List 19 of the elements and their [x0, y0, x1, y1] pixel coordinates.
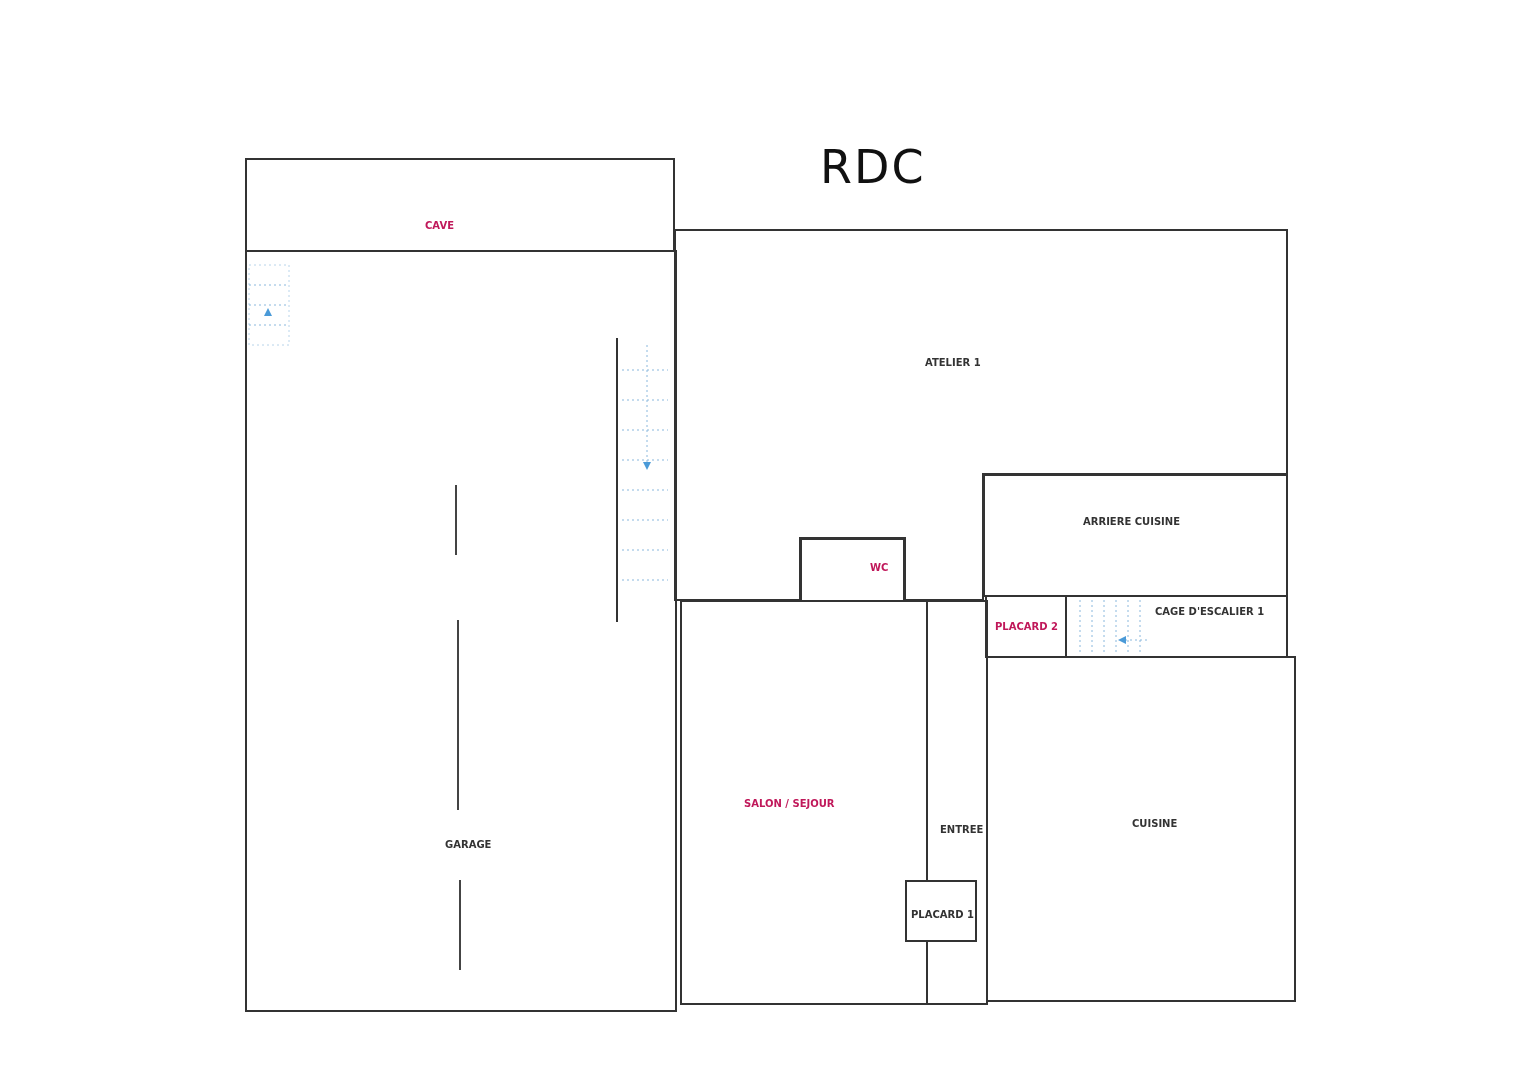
room-outline	[675, 230, 1287, 602]
room-label: ATELIER 1	[925, 357, 981, 368]
room-label: CAGE D'ESCALIER 1	[1155, 606, 1265, 617]
room-label: PLACARD 1	[911, 909, 974, 920]
room-outline	[983, 474, 1288, 597]
room-outline	[800, 538, 905, 602]
room-label: CAVE	[425, 220, 454, 231]
room-label: CUISINE	[1132, 818, 1178, 829]
room-label: GARAGE	[445, 839, 492, 850]
room-label: WC	[870, 562, 889, 573]
room-outline	[245, 158, 675, 252]
room-outline	[905, 880, 977, 942]
room-label: PLACARD 2	[995, 621, 1058, 632]
room-label: ARRIERE CUISINE	[1083, 516, 1180, 527]
room-outline	[245, 250, 677, 1012]
room-label: SALON / SEJOUR	[744, 798, 835, 809]
room-label: ENTREE	[940, 824, 984, 835]
room-outline	[986, 656, 1296, 1002]
plan-title: RDC	[820, 140, 926, 194]
